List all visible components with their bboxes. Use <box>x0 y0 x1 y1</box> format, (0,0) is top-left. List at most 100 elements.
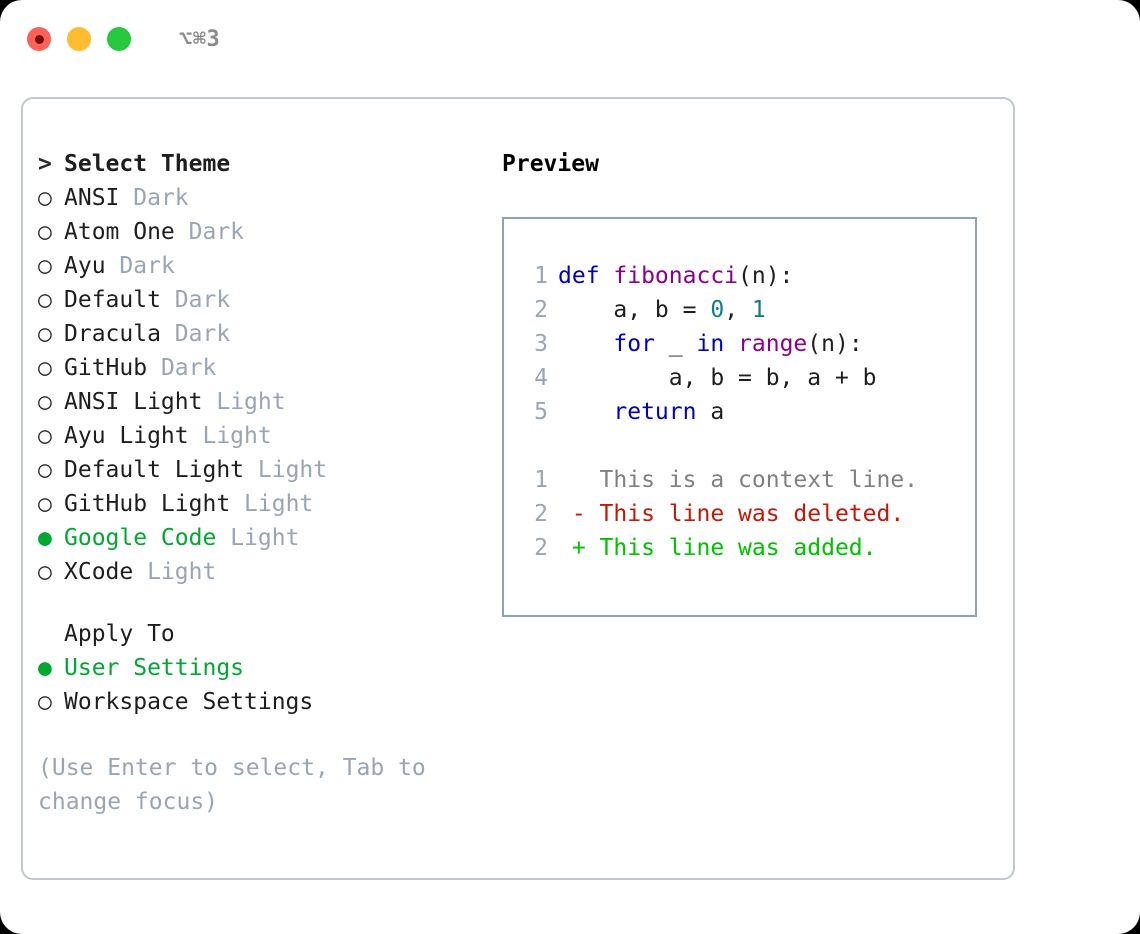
theme-item-variant-label: Light <box>257 457 328 483</box>
theme-item-label: ANSI Light <box>64 389 203 415</box>
code-token-ctx: This is a context line. <box>558 467 919 493</box>
code-token-add: + This line was added. <box>558 535 877 561</box>
diff-line: 2 - This line was deleted. <box>518 497 975 531</box>
line-number: 3 <box>534 331 548 357</box>
theme-item-variant-label: Light <box>216 389 286 415</box>
radio-unselected-icon[interactable]: ○ <box>38 559 52 585</box>
code-token-txt: (n): <box>807 331 863 357</box>
theme-list-item[interactable]: ○ Default Light Light <box>38 453 488 487</box>
theme-list-item[interactable]: ○Default Dark <box>38 283 488 317</box>
code-token-txt: a, b = b, a + b <box>558 365 877 391</box>
code-line: 5 return a <box>518 395 975 429</box>
apply-to-item-label: User Settings <box>64 655 245 681</box>
apply-to-item[interactable]: ● User Settings <box>38 651 488 685</box>
theme-list-item[interactable]: ○GitHub Light Light <box>38 487 488 521</box>
radio-unselected-icon[interactable]: ○ <box>38 287 52 313</box>
theme-item-variant-label: Light <box>230 525 300 551</box>
theme-item-variant-label: Dark <box>133 185 189 211</box>
theme-item-variant <box>230 487 244 521</box>
preview-spacer <box>518 429 975 463</box>
radio-unselected-icon[interactable]: ○ <box>38 689 52 715</box>
theme-list: ○ANSI Dark○Atom One Dark○Ayu Dark○Defaul… <box>38 181 488 589</box>
theme-list-item[interactable]: ● Google Code Light <box>38 521 488 555</box>
code-line-text: This is a context line. <box>558 463 919 497</box>
line-number: 4 <box>534 365 548 391</box>
radio-unselected-icon[interactable]: ○ <box>38 355 52 381</box>
theme-item-label: Default Light <box>64 457 245 483</box>
theme-item-variant-label: Dark <box>174 321 231 347</box>
code-token-fn: fibonacci <box>613 263 739 289</box>
theme-list-item[interactable]: ○Atom One Dark <box>38 215 488 249</box>
code-line-text: a, b = b, a + b <box>558 361 877 395</box>
apply-to-item-label: Workspace Settings <box>64 689 314 715</box>
radio-unselected-icon[interactable]: ○ <box>38 457 52 483</box>
theme-item-variant-label: Dark <box>160 355 217 381</box>
theme-item-label: XCode <box>64 559 134 585</box>
theme-selection-column: > Select Theme ○ANSI Dark○Atom One Dark○… <box>38 147 488 819</box>
theme-item-label: Ayu <box>64 253 106 279</box>
theme-list-item[interactable]: ○Ayu Dark <box>38 249 488 283</box>
diff-line: 2 + This line was added. <box>518 531 975 565</box>
code-token-kw: def <box>558 263 614 289</box>
code-token-kw: for <box>613 331 655 357</box>
radio-unselected-icon[interactable]: ○ <box>38 389 52 415</box>
theme-item-variant <box>161 283 175 317</box>
theme-list-item[interactable]: ○ GitHub Dark <box>38 351 488 385</box>
theme-item-variant-label: Light <box>147 559 217 585</box>
code-token-fn: range <box>738 331 808 357</box>
code-token-kw: in <box>696 331 725 357</box>
radio-unselected-icon[interactable]: ○ <box>38 185 52 211</box>
theme-item-variant <box>106 249 120 283</box>
apply-to-item[interactable]: ○ Workspace Settings <box>38 685 488 719</box>
radio-unselected-icon[interactable]: ○ <box>38 253 52 279</box>
code-line-text: for _ in range(n): <box>558 327 863 361</box>
theme-item-variant <box>133 555 147 589</box>
apply-to-header-spacer-icon <box>38 617 64 651</box>
code-token-txt: _ <box>654 331 697 357</box>
code-token-del: - This line was deleted. <box>558 501 905 527</box>
theme-list-item[interactable]: ○Dracula Dark <box>38 317 488 351</box>
prompt-marker-icon: > <box>38 151 52 177</box>
theme-item-label: GitHub <box>64 355 148 381</box>
line-number: 2 <box>534 297 548 323</box>
code-line: 1 def fibonacci(n): <box>518 259 975 293</box>
code-token-txt: , <box>724 297 752 323</box>
code-token-num: 1 <box>751 297 766 323</box>
theme-item-variant <box>175 215 189 249</box>
radio-unselected-icon[interactable]: ○ <box>38 423 52 449</box>
maximize-window-button[interactable] <box>107 27 131 51</box>
theme-list-item[interactable]: ○ Ayu Light Light <box>38 419 488 453</box>
main-panel: > Select Theme ○ANSI Dark○Atom One Dark○… <box>21 97 1015 880</box>
theme-item-variant <box>147 351 161 385</box>
theme-item-label: Ayu Light <box>64 423 189 449</box>
code-line-text: - This line was deleted. <box>558 497 904 531</box>
preview-title: Preview <box>502 151 599 177</box>
theme-list-item[interactable]: ○ ANSI Dark <box>38 181 488 215</box>
line-number: 1 <box>534 467 548 493</box>
radio-unselected-icon[interactable]: ○ <box>38 321 52 347</box>
code-line-text: def fibonacci(n): <box>558 259 793 293</box>
radio-selected-icon[interactable]: ● <box>38 655 52 681</box>
theme-item-label: ANSI <box>64 185 120 211</box>
radio-selected-icon[interactable]: ● <box>38 525 52 551</box>
keyboard-shortcut-label: ⌥⌘3 <box>179 26 221 52</box>
radio-unselected-icon[interactable]: ○ <box>38 219 52 245</box>
theme-list-item[interactable]: ○ XCode Light <box>38 555 488 589</box>
line-number: 1 <box>534 263 548 289</box>
title-bar: ⌥⌘3 <box>0 0 1140 78</box>
theme-list-item[interactable]: ○ ANSI Light Light <box>38 385 488 419</box>
radio-unselected-icon[interactable]: ○ <box>38 491 52 517</box>
theme-item-label: Google Code <box>64 525 217 551</box>
code-token-txt: a, b = <box>558 297 711 323</box>
code-token-txt: (n): <box>738 263 794 289</box>
close-window-button[interactable] <box>27 27 51 51</box>
theme-item-variant <box>119 181 133 215</box>
minimize-window-button[interactable] <box>67 27 91 51</box>
code-line-text: a, b = 0, 1 <box>558 293 766 327</box>
theme-item-variant-label: Light <box>202 423 272 449</box>
code-line-text: return a <box>558 395 724 429</box>
